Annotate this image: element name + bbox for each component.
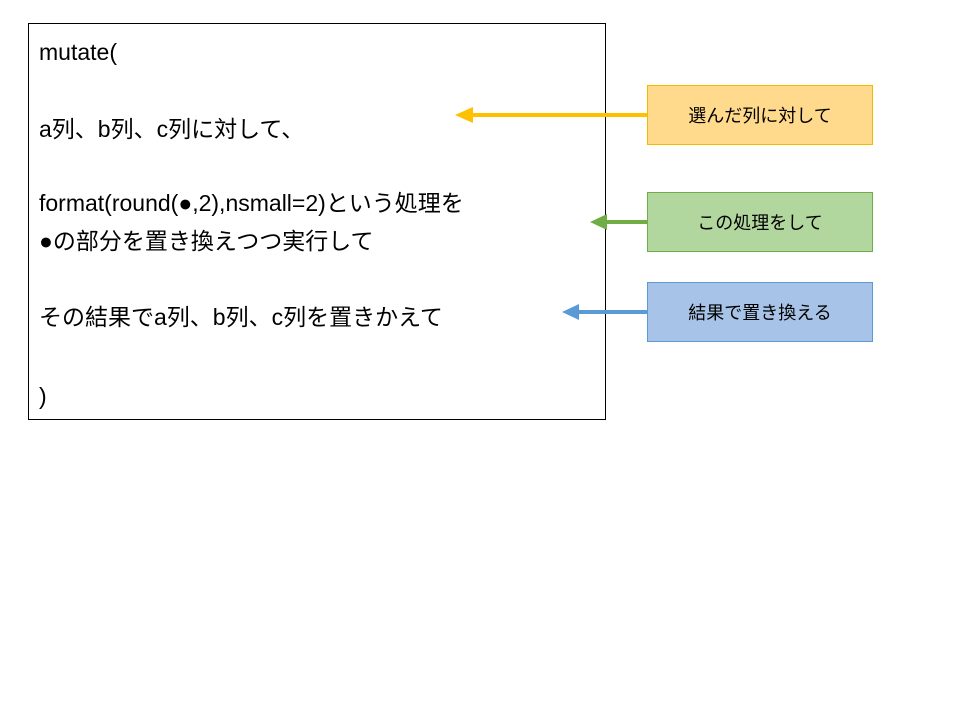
code-box: mutate( a列、b列、c列に対して、 format(round(●,2),… — [28, 23, 606, 420]
code-line-close-paren: ) — [39, 383, 47, 409]
callout-label: 選んだ列に対して — [688, 106, 832, 126]
code-line-columns: a列、b列、c列に対して、 — [39, 116, 305, 142]
arrow-green — [590, 214, 647, 230]
arrow-yellow — [455, 107, 647, 123]
callout-label: この処理をして — [697, 213, 823, 233]
callout-replace-result: 結果で置き換える — [647, 282, 873, 342]
callout-apply-process: この処理をして — [647, 192, 873, 252]
code-line-replace-placeholder: ●の部分を置き換えつつ実行して — [39, 228, 374, 254]
code-line-result: その結果でa列、b列、c列を置きかえて — [39, 304, 443, 330]
code-line-format: format(round(●,2),nsmall=2)という処理を — [39, 190, 464, 216]
callout-label: 結果で置き換える — [688, 303, 832, 323]
arrow-blue — [562, 304, 647, 320]
code-line-mutate: mutate( — [39, 39, 117, 65]
callout-selected-columns: 選んだ列に対して — [647, 85, 873, 145]
